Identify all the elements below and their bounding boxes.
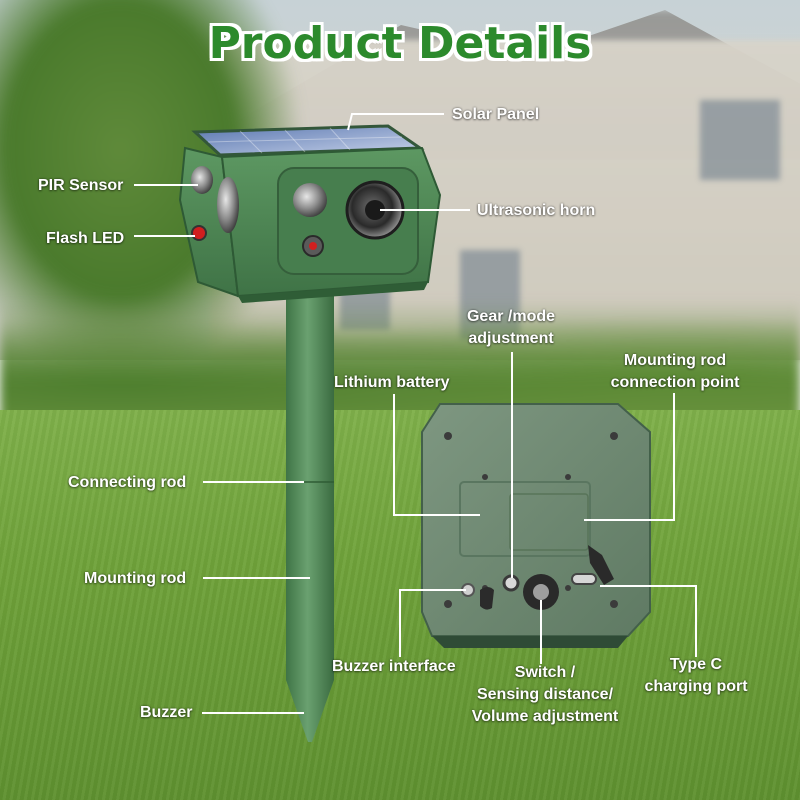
mounting-rod (286, 480, 334, 680)
label-switch-line3: Volume adjustment (471, 708, 619, 725)
label-ultrasonic-horn: Ultrasonic horn (477, 202, 596, 219)
label-buzzer: Buzzer (140, 704, 193, 721)
typec-port (571, 573, 597, 585)
label-switch-line1: Switch / (514, 664, 576, 681)
flash-led (191, 225, 207, 241)
label-lithium-battery: Lithium battery (334, 374, 450, 391)
page-title: Product Details (208, 18, 592, 69)
label-gear-mode: Gear /mode adjustment (448, 306, 574, 350)
label-typec-line2: charging port (644, 678, 748, 695)
label-buzzer-interface: Buzzer interface (332, 658, 456, 675)
label-connecting-rod: Connecting rod (68, 474, 187, 491)
back-panel (421, 403, 651, 648)
label-switch: Switch / Sensing distance/ Volume adjust… (452, 662, 638, 728)
label-typec-line1: Type C (669, 656, 723, 673)
label-mounting-rod-connection-point: Mounting rod connection point (598, 350, 752, 394)
callout-lines (134, 113, 697, 714)
label-pir-sensor: PIR Sensor (38, 177, 124, 194)
label-mounting-point-line1: Mounting rod (623, 352, 727, 369)
label-gear-mode-line1: Gear /mode (466, 308, 556, 325)
device-head (178, 124, 442, 303)
label-switch-line2: Sensing distance/ (476, 686, 614, 703)
label-mounting-point-line2: connection point (610, 374, 740, 391)
label-gear-mode-line2: adjustment (468, 330, 554, 347)
connecting-rod (286, 290, 334, 490)
gear-mode-knob (502, 574, 520, 592)
label-flash-led: Flash LED (46, 230, 125, 247)
label-typec-charging-port: Type C charging port (632, 654, 760, 698)
buzzer-spike (286, 680, 334, 742)
label-solar-panel: Solar Panel (452, 106, 540, 123)
label-mounting-rod: Mounting rod (84, 570, 187, 587)
pir-sensor-lens (217, 177, 239, 233)
front-sensor-lens (293, 183, 327, 217)
background-window (700, 100, 780, 180)
pir-sensor-lens (191, 166, 213, 194)
